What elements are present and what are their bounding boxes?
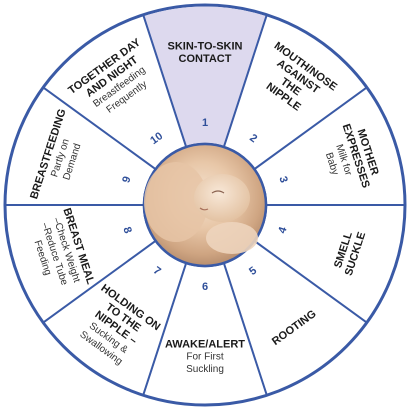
segment-title-line: AWAKE/ALERT [165, 338, 245, 350]
segment-number: 3 [276, 175, 289, 185]
segment-title-line: SKIN-TO-SKIN [168, 41, 243, 53]
segment-1-highlight [143, 6, 267, 147]
segment-divider [142, 14, 188, 148]
segment-divider [222, 14, 268, 148]
segment-subtitle-line: Suckling [186, 364, 224, 375]
segment-divider [42, 240, 157, 324]
center-photo [142, 142, 268, 268]
breast-shape [144, 162, 208, 242]
segment-number: 10 [148, 130, 165, 147]
baby-eye [211, 190, 225, 194]
segment-number: 4 [276, 225, 290, 235]
baby-head [194, 174, 250, 222]
segment-number: 9 [120, 175, 133, 185]
segment-number: 1 [202, 117, 208, 129]
baby-body [206, 222, 258, 254]
segment-title-line: CONTACT [179, 53, 232, 65]
segment-divider [42, 86, 157, 170]
segment-divider [142, 262, 188, 396]
segment-number: 6 [202, 281, 208, 293]
segment-number: 8 [120, 226, 133, 236]
segment-divider [222, 262, 268, 396]
segment-divider [253, 240, 368, 324]
segment-subtitle-line: For First [186, 352, 223, 363]
segment-divider [253, 86, 368, 170]
baby-mouth [199, 207, 209, 211]
